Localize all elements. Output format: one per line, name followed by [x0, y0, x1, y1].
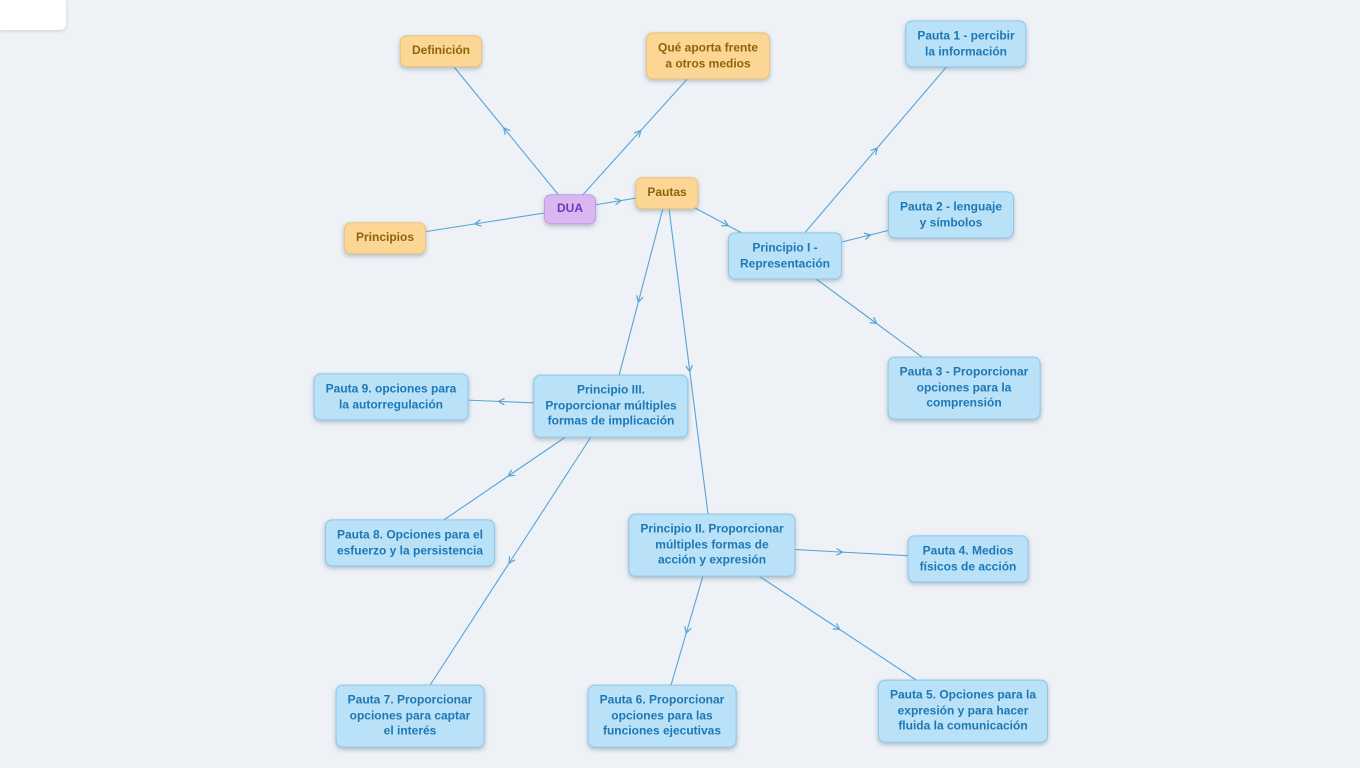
node-que-aporta[interactable]: Qué aporta frente a otros medios	[645, 32, 771, 80]
node-pauta5[interactable]: Pauta 5. Opciones para la expresión y pa…	[877, 679, 1049, 743]
node-pautas[interactable]: Pautas	[635, 177, 699, 209]
node-principio2[interactable]: Principio II. Proporcionar múltiples for…	[628, 513, 796, 577]
edge-pautas-principio2	[666, 192, 713, 546]
edge-principio3-pauta7	[409, 405, 612, 717]
node-pauta6[interactable]: Pauta 6. Proporcionar opciones para las …	[587, 684, 737, 748]
node-principio3[interactable]: Principio III. Proporcionar múltiples fo…	[533, 374, 689, 438]
edge-dua-definicion	[440, 50, 571, 210]
node-pauta4[interactable]: Pauta 4. Medios físicos de acción	[907, 535, 1029, 583]
node-pauta8[interactable]: Pauta 8. Opciones para el esfuerzo y la …	[324, 519, 496, 567]
node-principio1[interactable]: Principio I - Representación	[727, 232, 843, 280]
node-definicion[interactable]: Definición	[399, 35, 483, 67]
node-pauta1[interactable]: Pauta 1 - percibir la información	[905, 20, 1027, 68]
node-pauta7[interactable]: Pauta 7. Proporcionar opciones para capt…	[335, 684, 485, 748]
node-pauta2[interactable]: Pauta 2 - lenguaje y símbolos	[887, 191, 1015, 239]
node-principios[interactable]: Principios	[343, 222, 427, 254]
node-pauta9[interactable]: Pauta 9. opciones para la autorregulació…	[313, 373, 469, 421]
node-dua[interactable]: DUA	[544, 194, 596, 224]
edge-principio1-pauta1	[784, 43, 967, 257]
edge-pautas-principio3	[610, 192, 668, 407]
corner-panel	[0, 0, 66, 30]
node-pauta3[interactable]: Pauta 3 - Proporcionar opciones para la …	[887, 356, 1041, 420]
edge-dua-que-aporta	[569, 55, 709, 210]
